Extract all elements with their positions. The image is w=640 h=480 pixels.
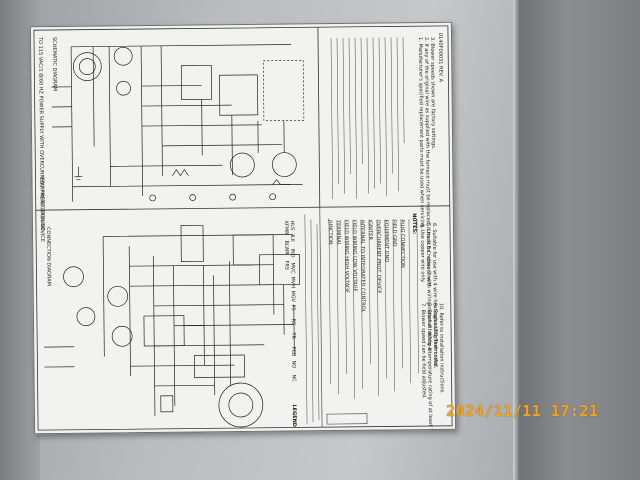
photo-timestamp: 2024/11/11 17:21 bbox=[446, 402, 599, 420]
legend-code: MVH bbox=[289, 276, 296, 289]
schematic-wiring bbox=[51, 44, 305, 202]
legend-box bbox=[326, 413, 368, 425]
schematic-title: SCHEMATIC DIAGRAM bbox=[50, 36, 58, 92]
connection-title: CONNECTION DIAGRAM bbox=[44, 227, 52, 286]
legend-lines bbox=[304, 214, 419, 425]
legend-code: RS bbox=[289, 318, 297, 326]
notes-lines bbox=[330, 37, 405, 200]
legend-item: FIELD WIRING LOW VOLTAGE bbox=[350, 219, 358, 292]
wiring-diagram-drawing bbox=[33, 25, 453, 431]
equipment-ground-label: EQUIPMENT GROUND bbox=[38, 177, 46, 231]
legend-item: PLUG CONNECTION bbox=[398, 219, 406, 268]
furnace-door-right bbox=[520, 0, 640, 480]
legend-code: FRS bbox=[283, 260, 290, 271]
part-number: 0140F00031 REV. A bbox=[436, 32, 444, 83]
legend-item: TERMINAL bbox=[334, 219, 342, 246]
legend-code: IND bbox=[289, 248, 296, 258]
legend-item: IGNITER bbox=[366, 219, 374, 240]
legend-code: ILK bbox=[289, 234, 296, 243]
legend-code: PS bbox=[289, 304, 296, 311]
legend-item: INTERNAL TO INTEGRATED CONTROL bbox=[358, 219, 366, 313]
legend-item: EQUIPMENT GND bbox=[382, 219, 390, 263]
note-line: 10. Refer to installation instructions. bbox=[437, 302, 445, 394]
note-line: 3. Blower speeds shown are factory setti… bbox=[429, 36, 437, 150]
legend-code: BLWR bbox=[283, 240, 290, 255]
wiring-diagram-label: SCHEMATIC DIAGRAM CONNECTION DIAGRAM NOT… bbox=[29, 21, 457, 435]
legend-code: XFMR bbox=[282, 220, 290, 235]
panel-seam bbox=[513, 0, 521, 480]
notes-title: NOTES: bbox=[410, 213, 418, 235]
legend-code: NC bbox=[290, 374, 297, 382]
legend-code: MGV bbox=[289, 290, 296, 303]
legend-title: LEGEND bbox=[290, 404, 298, 427]
legend-code: HLS bbox=[288, 220, 296, 231]
legend-item: OVERCURRENT PROT. DEVICE bbox=[374, 219, 382, 294]
legend-code: MVC bbox=[289, 262, 296, 274]
connection-wiring bbox=[44, 225, 300, 428]
legend-item: FIELD GND bbox=[390, 219, 398, 247]
legend-code: PCB bbox=[290, 346, 297, 357]
legend-item: FIELD WIRING HIGH VOLTAGE bbox=[342, 219, 350, 294]
legend-code: TR bbox=[290, 332, 297, 340]
legend-item: JUNCTION bbox=[326, 220, 334, 245]
legend-code: NO bbox=[290, 360, 297, 369]
